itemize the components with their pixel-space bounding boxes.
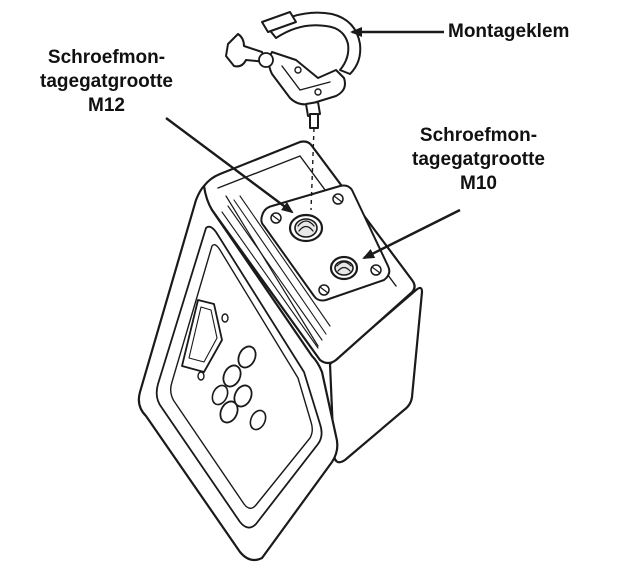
label-m12: Schroefmon- tagegatgrootte M12 [40,46,173,118]
alignment-dashed-line [310,127,315,211]
indicator-led [197,371,205,381]
front-panel-frame [155,225,323,529]
clamp-rivet [314,88,322,96]
clamp-body-detail [281,65,331,91]
label-m10-line1: Schroefmon- [419,125,538,146]
control-button [211,384,229,406]
clamp-bolt [309,113,319,129]
control-button [237,345,257,369]
label-m10: Schroefmon- tagegatgrootte M10 [412,124,545,196]
clamp-neck [305,101,321,117]
label-m12-line2: tagegatgrootte [40,71,173,92]
arrow-m12 [165,117,294,214]
control-button [219,400,239,424]
top-bevel-line-2 [225,195,319,347]
label-m10-line3: M10 [460,173,497,194]
control-button [249,409,267,431]
label-m12-line3: M12 [88,95,125,116]
vent-stripe [227,205,323,341]
m10-screw-hole [329,255,359,281]
label-montageklem: Montageklem [448,20,569,44]
clamp-rivet [294,66,302,74]
clamp-body [268,51,346,106]
arrow-m10 [362,208,461,260]
mounting-clamp [225,11,362,129]
control-button [222,364,242,388]
control-button [233,384,253,408]
vent-stripe [221,211,319,349]
vent-stripe [233,199,327,335]
lcd-display [181,299,223,373]
clamp-jaw [267,11,362,75]
vent-stripe [239,195,331,327]
label-montageklem-text: Montageklem [448,21,570,42]
lcd-display-screen [188,306,218,363]
fixture-side-face [328,286,424,464]
fixture-body [137,140,424,562]
front-panel-inner-frame [169,243,313,509]
m12-screw-hole [288,213,324,243]
callout-arrows [165,27,461,260]
label-m10-line2: tagegatgrootte [412,149,545,170]
label-m12-line1: Schroefmon- [47,47,166,68]
indicator-led [221,313,229,323]
wing-screw-head [258,52,274,68]
clamp-tab [261,11,297,33]
